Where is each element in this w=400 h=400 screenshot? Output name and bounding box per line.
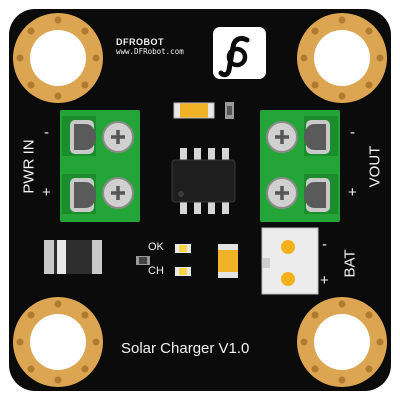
smd-capacitor xyxy=(225,102,234,119)
led-ch-label: CH xyxy=(148,265,164,277)
mounting-hole-icon xyxy=(13,297,103,387)
smd-resistor xyxy=(173,102,215,119)
pwr-in-terminal-block xyxy=(60,110,140,222)
ic-chip xyxy=(171,148,236,214)
diode xyxy=(44,240,102,274)
brand-name: DFROBOT xyxy=(116,37,164,47)
led-resistor xyxy=(136,256,150,265)
vout-label: VOUT xyxy=(366,145,384,188)
pwr-in-plus: + xyxy=(42,184,51,201)
brand-url: www.DFRobot.com xyxy=(116,46,184,56)
led-ok xyxy=(175,244,191,253)
vout-plus: + xyxy=(348,184,357,201)
mounting-hole-icon xyxy=(297,13,387,103)
pwr-in-minus: - xyxy=(44,124,49,141)
mounting-hole-icon xyxy=(297,297,387,387)
led-ok-label: OK xyxy=(148,241,164,253)
pwr-in-label: PWR IN xyxy=(20,139,38,194)
bat-label: BAT xyxy=(341,249,359,278)
brand-silkscreen: DFROBOT www.DFRobot.com xyxy=(116,37,208,60)
mounting-hole-icon xyxy=(13,13,103,103)
tantalum-capacitor xyxy=(218,244,238,278)
bat-plus: + xyxy=(320,272,329,289)
vout-minus: - xyxy=(350,124,355,141)
vout-terminal-block xyxy=(260,110,340,222)
bat-minus: - xyxy=(322,236,327,253)
battery-connector xyxy=(261,227,319,295)
board-title: Solar Charger V1.0 xyxy=(121,340,250,357)
dfrobot-logo-icon xyxy=(213,27,266,79)
led-ch xyxy=(175,267,191,276)
